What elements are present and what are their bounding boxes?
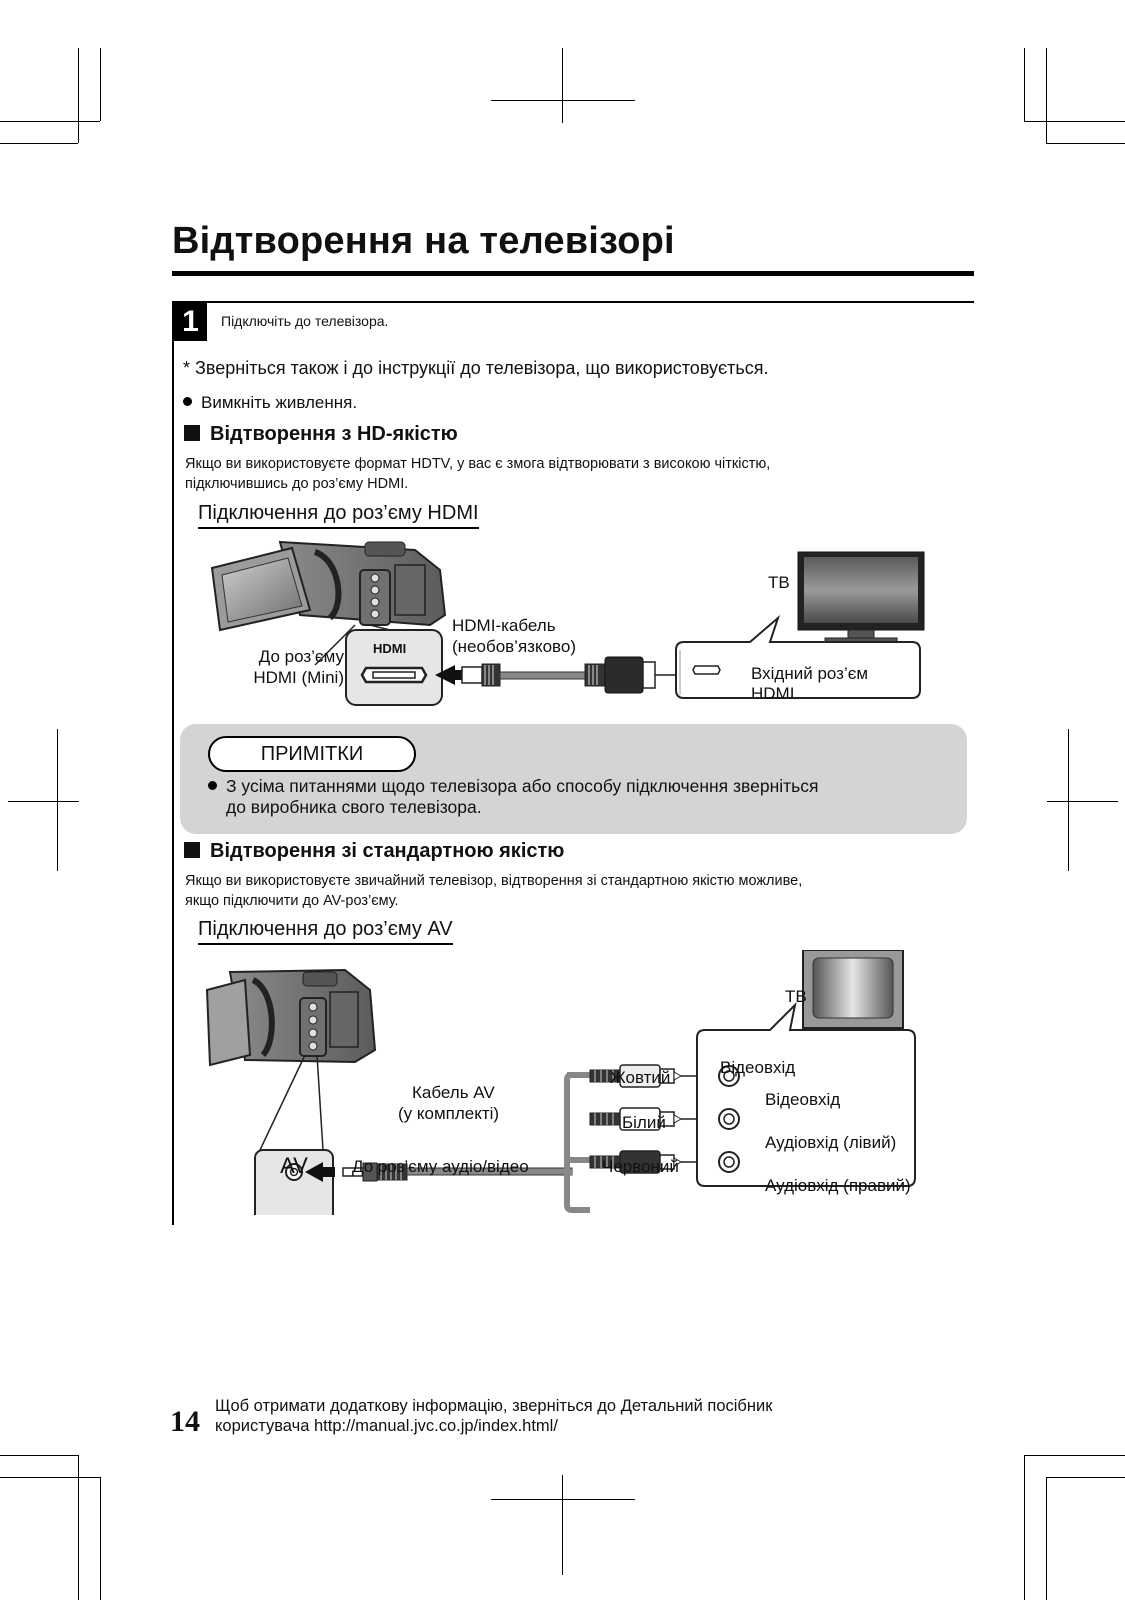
hdmi-cable-label-line1: HDMI-кабель <box>452 616 556 635</box>
sd-section-heading: Відтворення зі стандартною якістю <box>184 840 564 863</box>
hd-section-heading: Відтворення з HD-якістю <box>184 423 458 446</box>
rca-plug-yellow <box>589 1064 683 1088</box>
notes-line1: З усіма питаннями щодо телевізора або сп… <box>208 776 938 797</box>
notes-label: ПРИМІТКИ <box>208 736 416 772</box>
crop-mark <box>100 48 101 121</box>
hd-para-line2: підключившись до роз’єму HDMI. <box>185 476 409 492</box>
crop-mark <box>0 1455 78 1456</box>
notes-text: З усіма питаннями щодо телевізора або сп… <box>208 776 938 818</box>
tv-input-audio-right: Аудіовхід (правий) <box>765 1176 911 1195</box>
tv-manual-note: * Зверніться також і до інструкції до те… <box>183 358 769 378</box>
crop-mark <box>1046 1477 1047 1600</box>
footer-line2: користувача http://manual.jvc.co.jp/inde… <box>215 1417 558 1435</box>
flat-tv-icon <box>797 551 925 644</box>
hdmi-tv-label: ТВ <box>768 573 790 592</box>
crop-mark <box>1047 801 1118 802</box>
tv-hdmi-input-label-line1: Вхідний роз’єм <box>751 664 869 683</box>
section-square-icon <box>184 425 200 441</box>
footer-line1: Щоб отримати додаткову інформацію, зверн… <box>215 1397 773 1415</box>
hd-para-line1: Якщо ви використовуєте формат HDTV, у ва… <box>185 456 771 472</box>
tv-video-in-title: Відеовхід <box>720 1058 796 1077</box>
crop-mark <box>562 48 563 123</box>
section-rule <box>172 301 974 303</box>
section-square-icon <box>184 842 200 858</box>
camcorder-av <box>205 968 377 1067</box>
crop-mark <box>57 729 58 871</box>
plug-red-label: Червоний <box>602 1157 679 1176</box>
cam-hdmi-port-label-line2: HDMI (Mini) <box>253 668 344 687</box>
crop-mark <box>491 1499 635 1500</box>
crop-mark <box>1046 143 1125 144</box>
rca-plug-red <box>589 1150 683 1174</box>
crop-mark <box>78 48 79 143</box>
page-title: Відтворення на телевізорі <box>172 220 675 262</box>
plug-white-label: Білий <box>622 1113 666 1132</box>
title-rule <box>172 271 974 276</box>
crop-mark <box>0 143 78 144</box>
crop-mark <box>1046 48 1047 143</box>
sd-heading-text: Відтворення зі стандартною якістю <box>210 840 565 862</box>
av-port-label: AV <box>280 1153 308 1178</box>
svg-text:HDMI: HDMI <box>373 641 406 656</box>
hd-heading-text: Відтворення з HD-якістю <box>210 423 458 445</box>
crop-mark <box>0 121 100 122</box>
crt-tv-icon <box>802 950 904 1029</box>
step-instruction: Підключіть до телевізора. <box>221 313 389 329</box>
crop-mark <box>1024 48 1025 121</box>
footer-text: Щоб отримати додаткову інформацію, зверн… <box>215 1396 772 1436</box>
cam-hdmi-port-label-line1: До роз’єму <box>258 647 344 666</box>
plug-yellow-label: Жовтий <box>610 1068 671 1087</box>
sd-para-line1: Якщо ви використовуєте звичайний телевіз… <box>185 873 803 889</box>
crop-mark <box>0 1477 100 1478</box>
power-off-text: Вимкніть живлення. <box>201 393 358 412</box>
hdmi-cable-label-line2: (необов’язково) <box>452 637 576 656</box>
crop-mark <box>78 1455 79 1600</box>
tv-hdmi-input-label-line2: HDMI <box>751 684 795 703</box>
rca-plug-white <box>589 1107 683 1131</box>
crop-mark <box>491 100 635 101</box>
crop-mark <box>8 801 79 802</box>
av-cable-label-line1: Кабель AV <box>412 1083 495 1102</box>
av-tv-label: ТВ <box>785 987 807 1006</box>
power-off-bullet: Вимкніть живлення. <box>183 393 357 413</box>
step-number-badge: 1 <box>174 303 207 341</box>
hdmi-subheading: Підключення до роз’єму HDMI <box>198 502 479 529</box>
crop-mark <box>1024 1455 1125 1456</box>
audio-left-jack-icon <box>718 1108 740 1130</box>
audio-right-jack-icon <box>718 1151 740 1173</box>
notes-line1-text: З усіма питаннями щодо телевізора або сп… <box>226 776 819 796</box>
crop-mark <box>1024 1455 1025 1600</box>
hdmi-logo-icon: HDMI <box>373 641 406 656</box>
crop-mark <box>1068 729 1069 871</box>
page-number: 14 <box>170 1405 200 1438</box>
hdmi-connection-diagram: HDMI <box>210 540 925 706</box>
av-subheading: Підключення до роз’єму AV <box>198 918 453 945</box>
sd-para-line2: якщо підключити до AV-роз’єму. <box>185 893 399 909</box>
cam-av-port-label: До роз’єму аудіо/відео <box>352 1157 529 1176</box>
video-in-jack-icon <box>718 1065 740 1087</box>
section-left-bar <box>172 301 174 1225</box>
crop-mark <box>562 1475 563 1575</box>
bullet-icon <box>183 397 192 406</box>
av-connection-diagram <box>205 950 916 1215</box>
camcorder-hdmi <box>210 540 447 632</box>
crop-mark <box>1024 121 1125 122</box>
tv-input-video: Відеовхід <box>765 1090 841 1109</box>
tv-input-audio-left: Аудіовхід (лівий) <box>765 1133 897 1152</box>
av-cable-label-line2: (у комплекті) <box>398 1104 500 1123</box>
bullet-icon <box>208 781 217 790</box>
crop-mark <box>1046 1477 1125 1478</box>
crop-mark <box>100 1477 101 1600</box>
notes-line2: до виробника свого телевізора. <box>226 797 482 817</box>
